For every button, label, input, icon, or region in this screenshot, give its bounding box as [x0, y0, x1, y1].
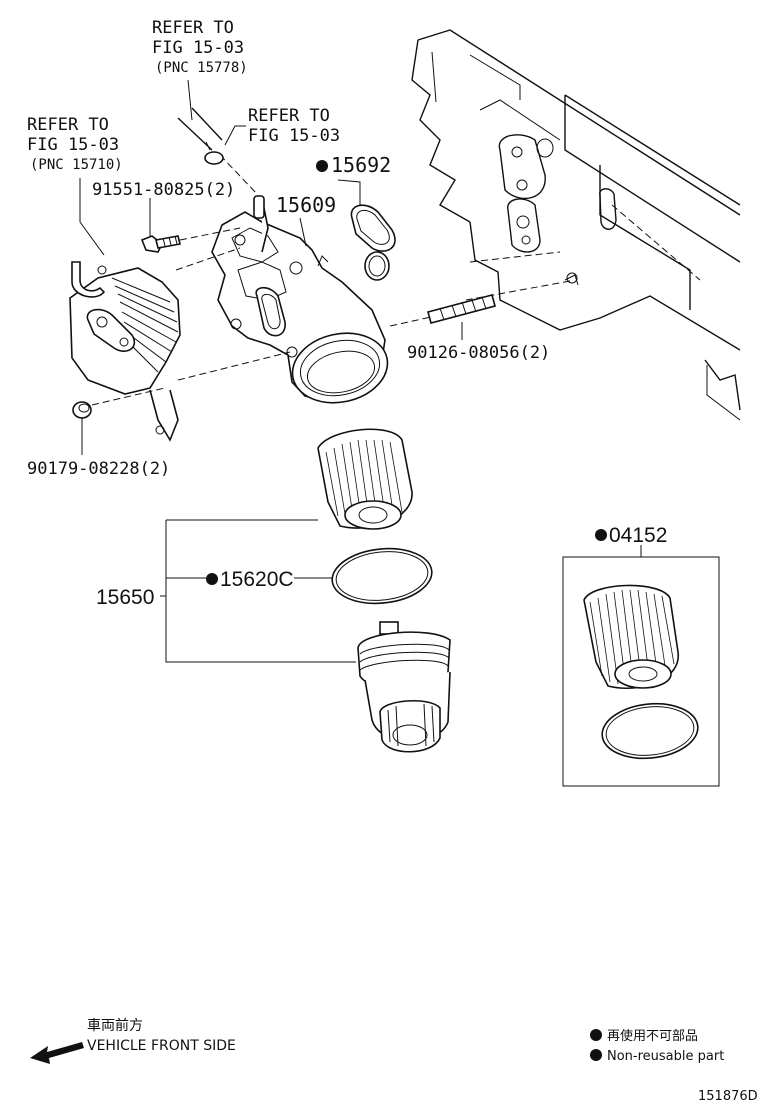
kit-04152-box — [562, 545, 720, 787]
part-number-04152: 04152 — [609, 524, 667, 547]
stud-bolt-90126-illustration — [427, 294, 496, 340]
engine-block-illustration — [389, 29, 741, 421]
o-ring-15620c-illustration — [331, 547, 433, 605]
figure-id: 151876D — [698, 1089, 758, 1104]
gasket-15692-illustration — [350, 204, 396, 281]
filter-cap-illustration — [357, 621, 451, 753]
hose-and-clamp-illustration — [177, 79, 259, 196]
bolt-91551-illustration — [140, 198, 241, 253]
part-number-15692: 15692 — [331, 153, 391, 177]
refer-label-2-line1: REFER TO — [248, 106, 330, 126]
refer-label-1-line3: (PNC 15778) — [155, 60, 248, 76]
refer-label-3-line3: (PNC 15710) — [30, 157, 123, 173]
part-number-15650: 15650 — [96, 586, 154, 609]
refer-label-3-line2: FIG 15-03 — [27, 135, 119, 155]
leader-lines — [79, 178, 361, 256]
part-number-90126: 90126-08056(2) — [407, 343, 550, 363]
part-number-15620c: 15620C — [220, 568, 294, 591]
non-reusable-mark-04152 — [595, 529, 607, 541]
plug-90179-illustration — [72, 387, 166, 455]
refer-label-2-line2: FIG 15-03 — [248, 126, 340, 146]
legend-bullet-icon-en — [590, 1049, 602, 1061]
assembly-15650-bracket — [160, 519, 356, 663]
legend-bullet-icon-jp — [590, 1029, 602, 1041]
direction-label-jp: 車両前方 — [87, 1017, 143, 1034]
front-arrow-icon — [30, 1042, 84, 1064]
part-number-90179: 90179-08228(2) — [27, 459, 170, 479]
legend-label-en: Non-reusable part — [607, 1049, 724, 1064]
filter-element-illustration — [317, 428, 413, 530]
part-number-15609: 15609 — [276, 193, 336, 217]
refer-label-1-line2: FIG 15-03 — [152, 38, 244, 58]
part-number-91551: 91551-80825(2) — [92, 180, 235, 200]
oil-filter-bracket-15609-illustration — [211, 195, 389, 404]
oil-cooler-illustration — [69, 261, 181, 442]
non-reusable-mark-15620c — [206, 573, 218, 585]
refer-label-3-line1: REFER TO — [27, 115, 109, 135]
non-reusable-mark-15692 — [316, 160, 328, 172]
direction-label-en: VEHICLE FRONT SIDE — [87, 1038, 236, 1054]
legend-label-jp: 再使用不可部品 — [607, 1028, 698, 1044]
refer-label-1-line1: REFER TO — [152, 18, 234, 38]
